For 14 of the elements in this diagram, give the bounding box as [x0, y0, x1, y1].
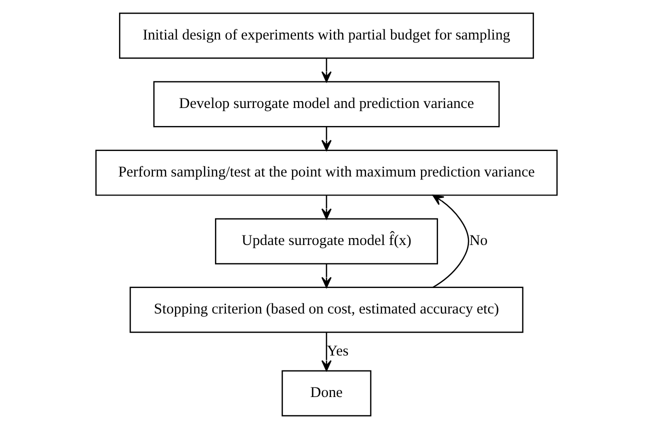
arrow	[320, 332, 332, 372]
node-box: Done	[281, 370, 371, 416]
arrow	[320, 126, 332, 151]
edge-label: No	[468, 233, 488, 250]
node-box: Develop surrogate model and prediction variance	[152, 81, 500, 128]
node-box: Initial design of experiments with partial budget for sampling	[118, 12, 534, 59]
node-box: Stopping criterion (based on cost, estimated accuracy etc)	[129, 286, 523, 333]
arrow	[432, 194, 469, 288]
node-box: Update surrogate model f̂(x)	[214, 218, 438, 264]
arrow	[320, 264, 332, 288]
arrow	[320, 195, 332, 220]
edge-label: Yes	[326, 343, 348, 360]
arrow	[320, 58, 332, 82]
node-box: Perform sampling/test at the point with maximum prediction variance	[94, 150, 558, 196]
